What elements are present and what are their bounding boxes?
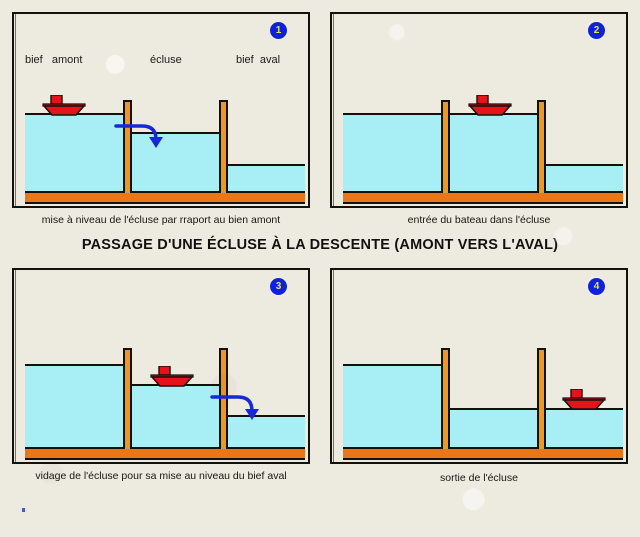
water-upstream [25, 364, 127, 447]
gate-downstream [537, 348, 546, 449]
water-lock-chamber [445, 113, 540, 191]
flow-arrow-upstream-to-lock [114, 124, 163, 148]
label-bief-aval: bief aval [236, 54, 281, 66]
panel-2-scene: 2 [330, 12, 628, 208]
panel-4-badge: 4 [588, 278, 605, 295]
gate-downstream [219, 100, 228, 193]
gate-upstream [441, 348, 450, 449]
panel-4: 4 [330, 268, 628, 464]
gate-upstream [441, 100, 450, 193]
panel-4-caption: sortie de l'écluse [440, 472, 518, 484]
panel-4-scene: 4 [330, 268, 628, 464]
boat [150, 366, 194, 387]
water-upstream [25, 113, 127, 191]
ground-bed [25, 191, 305, 204]
panel-2: 2 [330, 12, 628, 208]
panel-1-scene: bief amont écluse bief aval [12, 12, 310, 208]
water-upstream [343, 113, 445, 191]
water-downstream [540, 408, 623, 447]
panel-3-caption: vidage de l'écluse pour sa mise au nivea… [35, 470, 287, 482]
gate-upstream [123, 348, 132, 449]
boat [42, 95, 86, 116]
water-lock-chamber [445, 408, 540, 447]
flow-arrow-lock-to-downstream [210, 395, 259, 420]
panel-2-badge: 2 [588, 22, 605, 39]
panel-3: 3 [12, 268, 310, 464]
panel-1-badge: 1 [270, 22, 287, 39]
ground-bed [25, 447, 305, 460]
page-title: PASSAGE D'UNE ÉCLUSE À LA DESCENTE (AMON… [81, 237, 559, 253]
ground-bed [343, 191, 623, 204]
water-downstream [222, 164, 305, 191]
panel-2-caption: entrée du bateau dans l'écluse [407, 214, 551, 226]
panel-3-scene: 3 [12, 268, 310, 464]
gate-downstream [537, 100, 546, 193]
paper-speck [22, 508, 25, 512]
water-downstream [540, 164, 623, 191]
panel-3-badge: 3 [270, 278, 287, 295]
boat [468, 95, 512, 116]
ground-bed [343, 447, 623, 460]
water-upstream [343, 364, 445, 447]
water-lock-chamber [127, 384, 222, 447]
boat [562, 389, 606, 410]
panel-1-caption: mise à niveau de l'écluse par rraport au… [41, 214, 281, 226]
label-ecluse: écluse [150, 54, 182, 66]
panel-1: bief amont écluse bief aval [12, 12, 310, 208]
label-bief-amont: bief amont [25, 54, 83, 66]
